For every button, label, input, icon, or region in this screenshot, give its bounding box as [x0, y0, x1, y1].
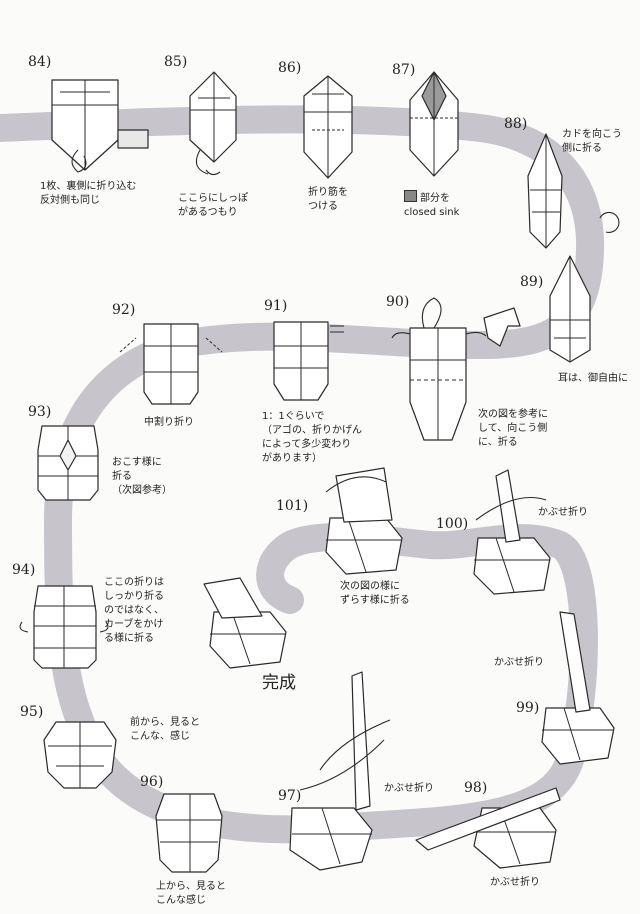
step-84-figure — [51, 79, 149, 173]
step-95-figure — [43, 721, 117, 789]
step-89-figure — [483, 255, 591, 363]
step-note: かぶせ折り — [384, 783, 434, 794]
step-note: カドを向こう側に折る — [562, 129, 622, 154]
step-100-figure — [473, 469, 551, 595]
step-number: 95) — [20, 704, 44, 720]
finished-label: 完成 — [262, 673, 296, 693]
step-number: 94) — [12, 562, 36, 578]
step-number: 93) — [28, 404, 52, 420]
step-note: 中割り折り — [144, 417, 194, 428]
step-note: 折り筋をつける — [308, 187, 348, 212]
finished-figure — [203, 577, 287, 669]
step-86-figure — [303, 75, 353, 179]
step-99-figure — [541, 611, 615, 765]
step-88-figure — [527, 133, 620, 249]
step-number: 84) — [28, 54, 52, 70]
step-92-figure — [119, 323, 223, 405]
step-number: 90) — [386, 294, 410, 310]
step-number: 98) — [464, 780, 488, 796]
step-85-figure — [189, 71, 237, 176]
step-note: かぶせ折り — [494, 657, 544, 668]
step-note: 1枚、裏側に折り込む反対側も同じ — [40, 181, 137, 206]
step-number: 86) — [278, 60, 302, 76]
step-101-figure — [325, 467, 403, 575]
step-98-figure — [415, 787, 561, 869]
step-note: 1：1ぐらいで（アゴの、折りかげんによって多少変わりがあります） — [262, 411, 362, 464]
step-note: 次の図の様にずらす様に折る — [340, 581, 410, 606]
shaded-area-legend-swatch — [404, 190, 417, 202]
step-note: ここの折りはしっかり折るのではなく、カーブをかける様に折る — [104, 577, 164, 644]
step-note: 耳は、御自由に — [558, 373, 628, 384]
step-number: 87) — [392, 62, 416, 78]
fold-figures — [19, 71, 620, 873]
step-96-figure — [155, 793, 223, 873]
step-number: 101) — [276, 498, 309, 514]
step-93-figure — [37, 425, 99, 501]
step-number: 85) — [164, 54, 188, 70]
step-note: かぶせ折り — [538, 507, 588, 518]
step-97-figure — [289, 671, 391, 871]
step-note: おこす様に折る（次図参考） — [112, 457, 172, 496]
step-number: 92) — [112, 302, 136, 318]
step-note: かぶせ折り — [490, 877, 540, 888]
step-number: 99) — [516, 700, 540, 716]
step-number: 91) — [264, 298, 288, 314]
step-note: ここらにしっぽがあるつもり — [178, 193, 248, 218]
step-number: 89) — [520, 274, 544, 290]
step-number: 97) — [278, 788, 302, 804]
step-note: 次の図を参考にして、向こう側に、折る — [478, 409, 548, 448]
step-number: 88) — [504, 116, 528, 132]
step-number: 100) — [436, 516, 469, 532]
step-91-figure — [273, 321, 344, 401]
step-94-figure — [19, 585, 109, 669]
step-note: 上から、見るとこんな感じ — [156, 881, 226, 906]
step-87-figure — [409, 71, 459, 177]
step-note: 前から、見るとこんな、感じ — [130, 717, 200, 742]
step-number: 96) — [140, 774, 164, 790]
step-90-figure — [391, 297, 487, 441]
